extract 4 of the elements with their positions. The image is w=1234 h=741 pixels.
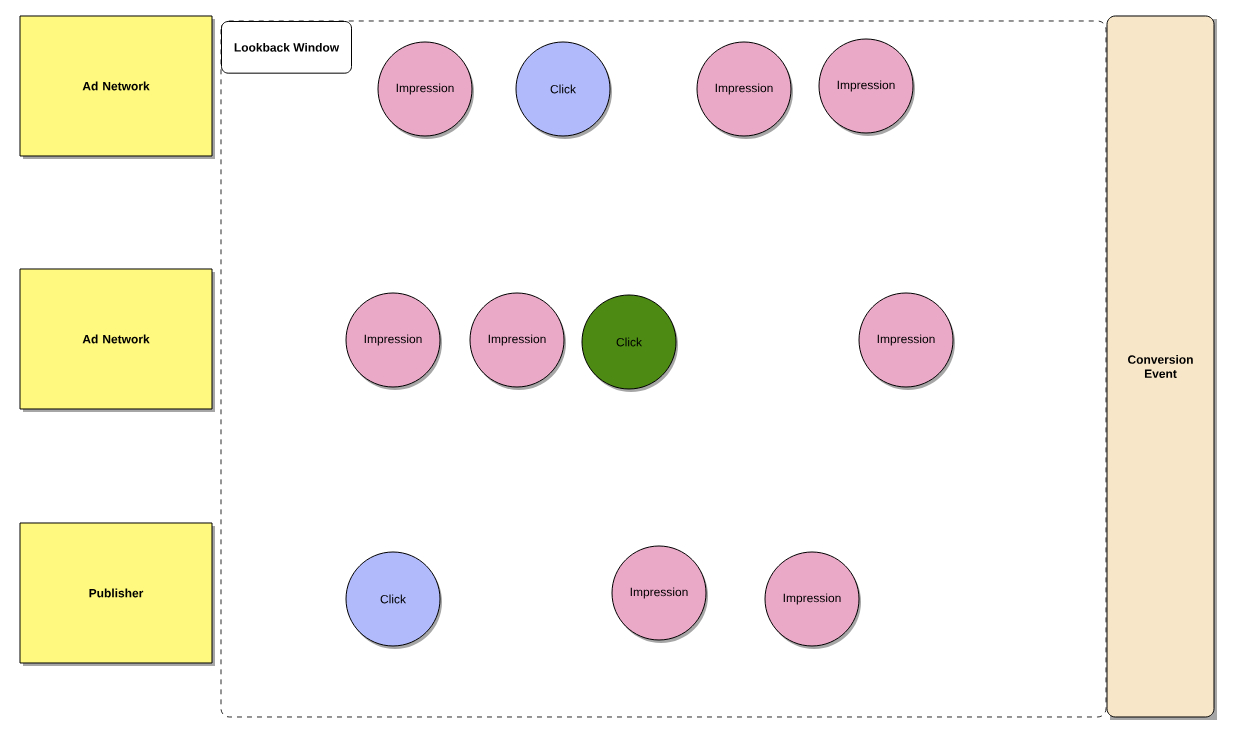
source-box: Ad Network	[19, 15, 213, 157]
conversion-event-bar: Conversion Event	[1106, 15, 1215, 718]
source-box: Ad Network	[19, 268, 213, 410]
source-box: Publisher	[19, 522, 213, 664]
